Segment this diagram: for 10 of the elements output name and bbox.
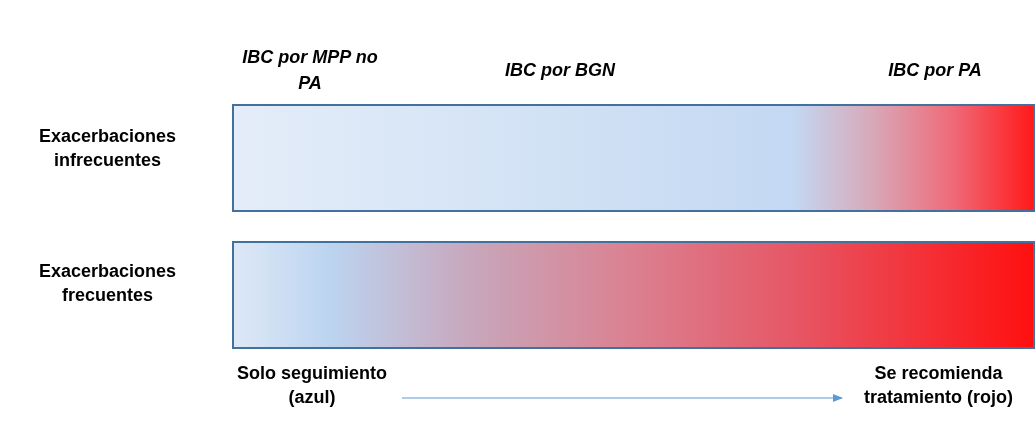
gradient-bar [232,241,1035,349]
column-heading: IBC por MPP no PA [241,46,379,95]
gradient-bar [232,104,1035,212]
text-label: Se recomienda tratamiento (rojo) [842,361,1035,409]
arrow [401,394,843,402]
column-heading: IBC por BGN [504,59,617,82]
row-label: Exacerbaciones infrecuentes [37,125,178,172]
row-label: Exacerbaciones frecuentes [37,260,178,307]
text-label: Solo seguimiento (azul) [222,361,402,409]
column-heading: IBC por PA [887,59,983,82]
